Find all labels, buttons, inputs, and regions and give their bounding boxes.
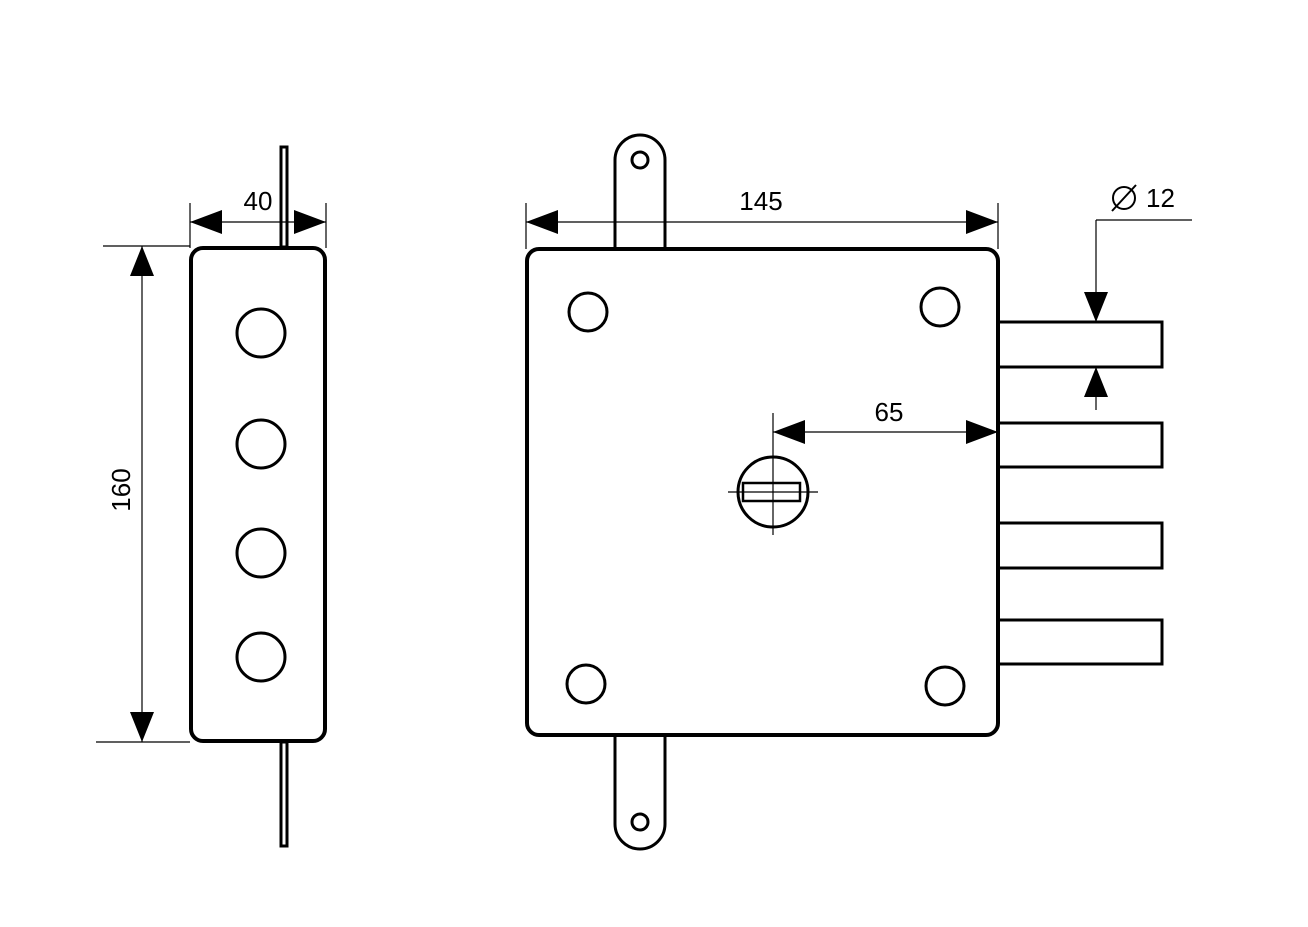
bolt-diameter-dimension: 12 xyxy=(1084,183,1192,410)
keyhole-offset-dimension: 65 xyxy=(773,397,998,444)
arrow-up-icon xyxy=(130,246,154,276)
side-width-label: 40 xyxy=(244,186,273,216)
arrow-right-icon xyxy=(294,210,326,234)
side-view: 40 160 xyxy=(96,145,327,848)
screw-hole-bottom-right xyxy=(924,665,966,707)
arrow-right-icon xyxy=(966,420,998,444)
bolt-1 xyxy=(998,320,1164,369)
side-strip-top xyxy=(279,145,289,249)
diameter-icon xyxy=(1111,184,1137,212)
arrow-down-icon xyxy=(1084,292,1108,322)
arrow-left-icon xyxy=(773,420,805,444)
arrow-left-icon xyxy=(190,210,222,234)
side-bolt-hole-4 xyxy=(235,631,287,683)
bolt-4 xyxy=(998,618,1164,666)
keyhole-offset-label: 65 xyxy=(875,397,904,427)
front-width-label: 145 xyxy=(739,186,782,216)
front-view: 145 65 12 xyxy=(525,133,1192,851)
screw-hole-bottom-left xyxy=(565,663,607,705)
bolt-3 xyxy=(998,521,1164,570)
side-strip-bottom xyxy=(279,740,289,848)
side-width-dimension: 40 xyxy=(189,186,327,248)
arrow-up-icon xyxy=(1084,367,1108,397)
arrow-right-icon xyxy=(966,210,998,234)
arrow-left-icon xyxy=(526,210,558,234)
arrow-down-icon xyxy=(130,712,154,742)
side-bolt-hole-2 xyxy=(235,418,287,470)
screw-hole-top-left xyxy=(567,291,609,333)
top-mounting-tab xyxy=(613,133,667,249)
bottom-mounting-tab xyxy=(613,735,667,851)
side-height-dimension: 160 xyxy=(96,245,190,743)
side-body xyxy=(189,246,327,743)
lock-case xyxy=(525,247,1000,737)
side-height-label: 160 xyxy=(106,468,136,511)
top-tab-hole xyxy=(630,150,650,170)
bottom-tab-hole xyxy=(630,812,650,832)
screw-hole-top-right xyxy=(919,286,961,328)
keyhole xyxy=(728,413,818,535)
bolt-2 xyxy=(998,421,1164,469)
bolt-diameter-label: 12 xyxy=(1146,183,1175,213)
side-bolt-hole-3 xyxy=(235,527,287,579)
front-width-dimension: 145 xyxy=(525,186,999,249)
side-bolt-hole-1 xyxy=(235,307,287,359)
